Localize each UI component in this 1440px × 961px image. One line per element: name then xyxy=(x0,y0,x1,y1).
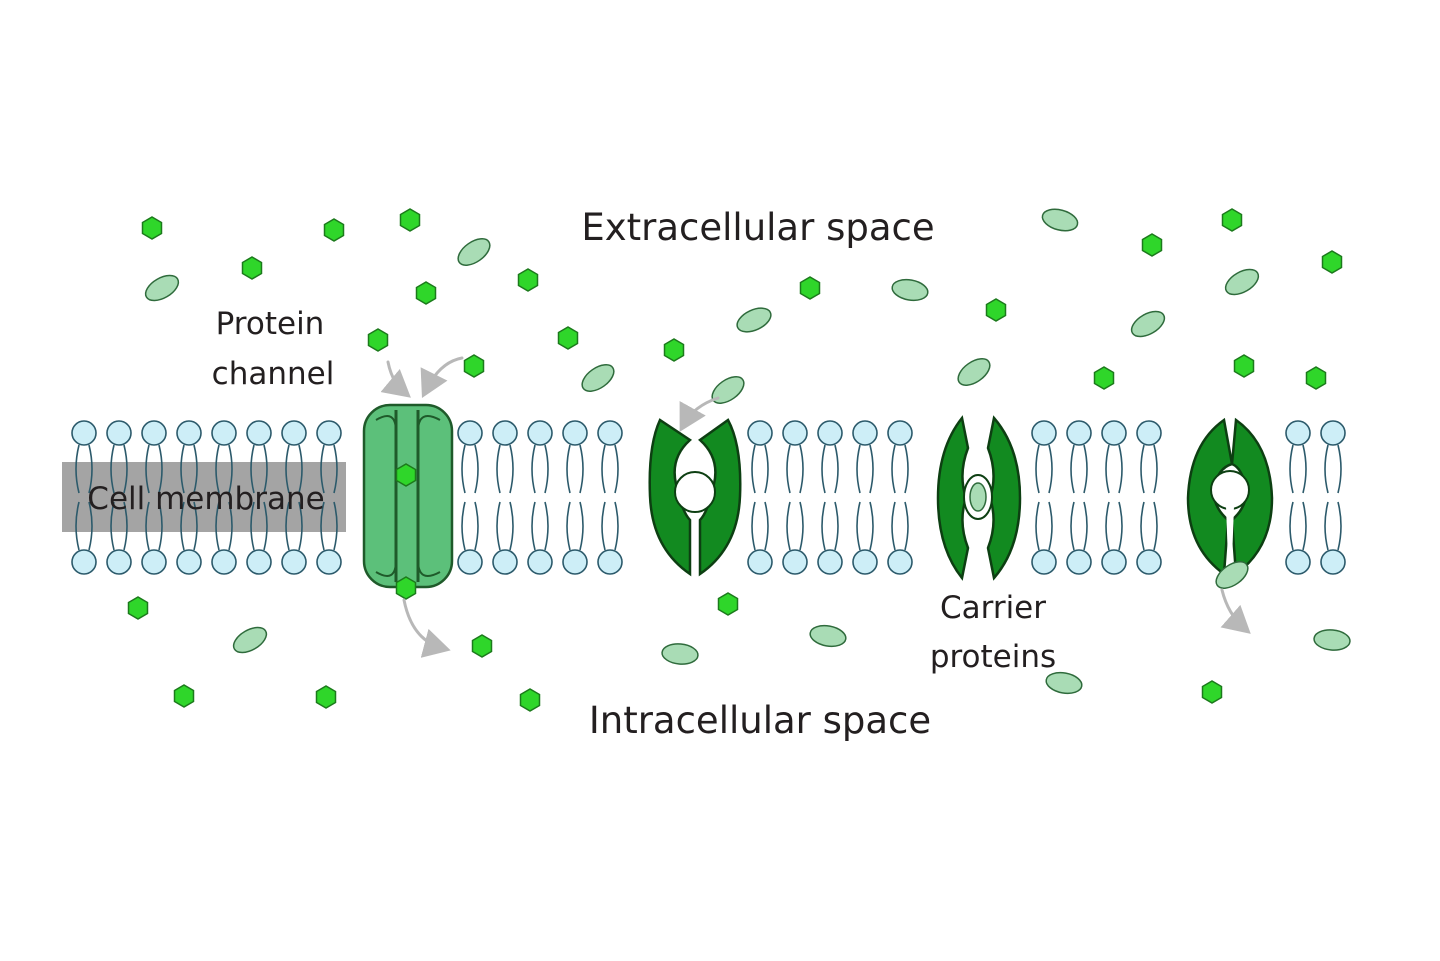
phospholipid-icon xyxy=(71,420,97,575)
carrier-protein-icon xyxy=(936,415,1022,581)
phospholipid-icon xyxy=(887,420,913,575)
solute-dot-icon xyxy=(315,685,337,709)
solute-oval-icon xyxy=(457,238,491,266)
solute-dot-icon xyxy=(799,276,821,300)
arrow-out-of-carrier-icon xyxy=(1220,588,1251,634)
phospholipid-icon xyxy=(1101,420,1127,575)
phospholipid-icon xyxy=(782,420,808,575)
solute-oval-icon xyxy=(809,624,847,648)
solute-dot-icon xyxy=(517,268,539,292)
arrow-into-carrier-icon xyxy=(679,396,720,432)
phospholipid-icon xyxy=(492,420,518,575)
phospholipid-icon xyxy=(457,420,483,575)
phospholipid-icon xyxy=(106,420,132,575)
phospholipid-icon xyxy=(562,420,588,575)
cell-membrane-label: Cell membrane xyxy=(87,481,324,517)
solute-oval-icon xyxy=(1045,671,1083,695)
protein-channel-label: channel xyxy=(212,356,335,392)
phospholipid-icon xyxy=(1031,420,1057,575)
protein-channel-icon xyxy=(362,403,454,589)
solute-oval-icon xyxy=(1130,310,1166,338)
phospholipid-icon xyxy=(852,420,878,575)
solute-dot-icon xyxy=(985,298,1007,322)
solute-dot-icon xyxy=(717,592,739,616)
solute-dot-icon xyxy=(323,218,345,242)
phospholipid-icon xyxy=(1066,420,1092,575)
intracellular-space-label: Intracellular space xyxy=(589,699,931,742)
solute-oval-icon xyxy=(581,364,615,392)
carrier-proteins-label: proteins xyxy=(930,639,1056,675)
phospholipid-bilayer xyxy=(71,420,1346,575)
solute-oval-icon xyxy=(736,307,772,333)
phospholipid-icon xyxy=(1285,420,1311,575)
solute-dot-icon xyxy=(557,326,579,350)
phospholipid-icon xyxy=(176,420,202,575)
solute-oval-icon xyxy=(711,376,745,404)
solute-dot-icon xyxy=(1321,250,1343,274)
solute-dot-icon xyxy=(127,596,149,620)
solute-oval-icon xyxy=(661,643,699,665)
phospholipid-icon xyxy=(817,420,843,575)
solute-dot-icon xyxy=(1233,354,1255,378)
protein-channel-label: Protein xyxy=(216,306,325,342)
solute-oval-icon xyxy=(891,278,929,302)
arrow-out-of-channel-icon xyxy=(402,598,451,658)
solute-oval-icon xyxy=(1041,208,1079,232)
phospholipid-icon xyxy=(141,420,167,575)
solute-dot-icon xyxy=(141,216,163,240)
phospholipid-icon xyxy=(211,420,237,575)
solute-dot-icon xyxy=(463,354,485,378)
solute-dot-icon xyxy=(519,688,541,712)
arrow-into-channel-icon xyxy=(380,360,411,398)
solute-oval-icon xyxy=(144,274,180,302)
carrier-proteins-label: Carrier xyxy=(940,590,1046,626)
phospholipid-icon xyxy=(281,420,307,575)
solute-dot-icon xyxy=(395,576,417,600)
solute-dot-icon xyxy=(367,328,389,352)
arrow-into-channel-icon xyxy=(420,356,464,399)
solute-oval-icon xyxy=(1224,268,1260,296)
cell-membrane-label-band xyxy=(62,462,346,532)
solute-dot-icon xyxy=(395,463,417,487)
solute-dot-icon xyxy=(1093,366,1115,390)
phospholipid-icon xyxy=(747,420,773,575)
solute-oval-icon xyxy=(957,358,991,386)
solute-dot-icon xyxy=(241,256,263,280)
phospholipid-icon xyxy=(316,420,342,575)
solute-molecules xyxy=(127,208,1351,712)
carrier-protein-icon xyxy=(648,418,742,577)
extracellular-space-label: Extracellular space xyxy=(581,206,934,249)
phospholipid-icon xyxy=(246,420,272,575)
solute-dot-icon xyxy=(1221,208,1243,232)
solute-dot-icon xyxy=(663,338,685,362)
phospholipid-icon xyxy=(1136,420,1162,575)
phospholipid-icon xyxy=(597,420,623,575)
solute-dot-icon xyxy=(1305,366,1327,390)
movement-arrows xyxy=(380,356,1251,658)
solute-dot-icon xyxy=(399,208,421,232)
solute-dot-icon xyxy=(1201,680,1223,704)
solute-oval-icon xyxy=(1215,561,1249,589)
phospholipid-icon xyxy=(527,420,553,575)
solute-dot-icon xyxy=(415,281,437,305)
solute-dot-icon xyxy=(471,634,493,658)
solute-oval-icon xyxy=(232,626,268,654)
solute-dot-icon xyxy=(173,684,195,708)
solute-dot-icon xyxy=(1141,233,1163,257)
solute-oval-icon xyxy=(1313,629,1351,651)
phospholipid-icon xyxy=(1320,420,1346,575)
carrier-protein-icon xyxy=(1186,417,1274,577)
